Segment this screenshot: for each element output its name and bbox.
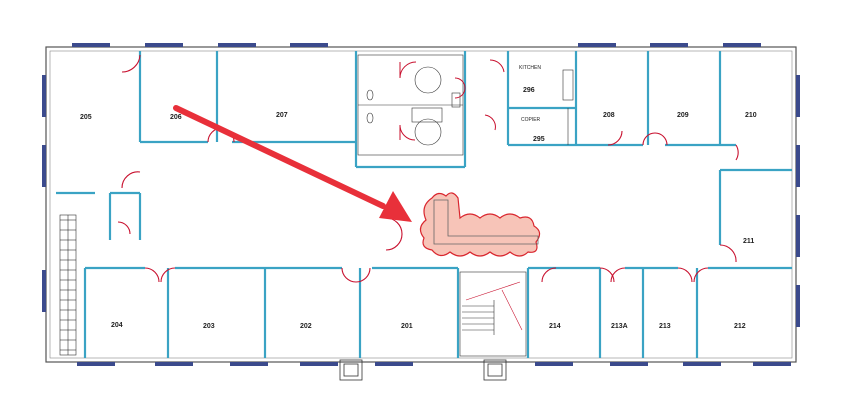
room-label-295: 295 <box>533 136 545 143</box>
room-labels: 205 206 207 KITCHEN 296 COPIER 295 208 2… <box>80 65 757 330</box>
outer-walls <box>45 46 797 363</box>
room-label-203: 203 <box>203 323 215 330</box>
interior-walls <box>56 51 792 358</box>
revision-cloud-icon <box>419 192 541 257</box>
room-label-201: 201 <box>401 323 413 330</box>
stair-left <box>59 214 77 356</box>
exterior-pads <box>339 359 507 381</box>
room-label-207: 207 <box>276 112 288 119</box>
room-label-205: 205 <box>80 114 92 121</box>
room-label-208: 208 <box>603 112 615 119</box>
room-label-296: 296 <box>523 87 535 94</box>
windows <box>42 43 800 366</box>
room-label-210: 210 <box>745 112 757 119</box>
room-label-204: 204 <box>111 322 123 329</box>
room-label-206: 206 <box>170 114 182 121</box>
kitchen-fixtures <box>562 69 574 145</box>
room-sublabel-copier: COPIER <box>521 117 541 123</box>
room-label-213A: 213A <box>611 323 628 330</box>
pointer-arrow-icon <box>173 105 412 222</box>
room-label-214: 214 <box>549 323 561 330</box>
restroom-core <box>357 54 464 156</box>
restroom-doors <box>399 59 505 141</box>
room-label-209: 209 <box>677 112 689 119</box>
stair-center <box>459 271 527 357</box>
room-label-202: 202 <box>300 323 312 330</box>
room-label-211: 211 <box>743 238 754 245</box>
room-sublabel-kitchen: KITCHEN <box>519 65 541 71</box>
room-label-212: 212 <box>734 323 746 330</box>
room-label-213: 213 <box>659 323 671 330</box>
